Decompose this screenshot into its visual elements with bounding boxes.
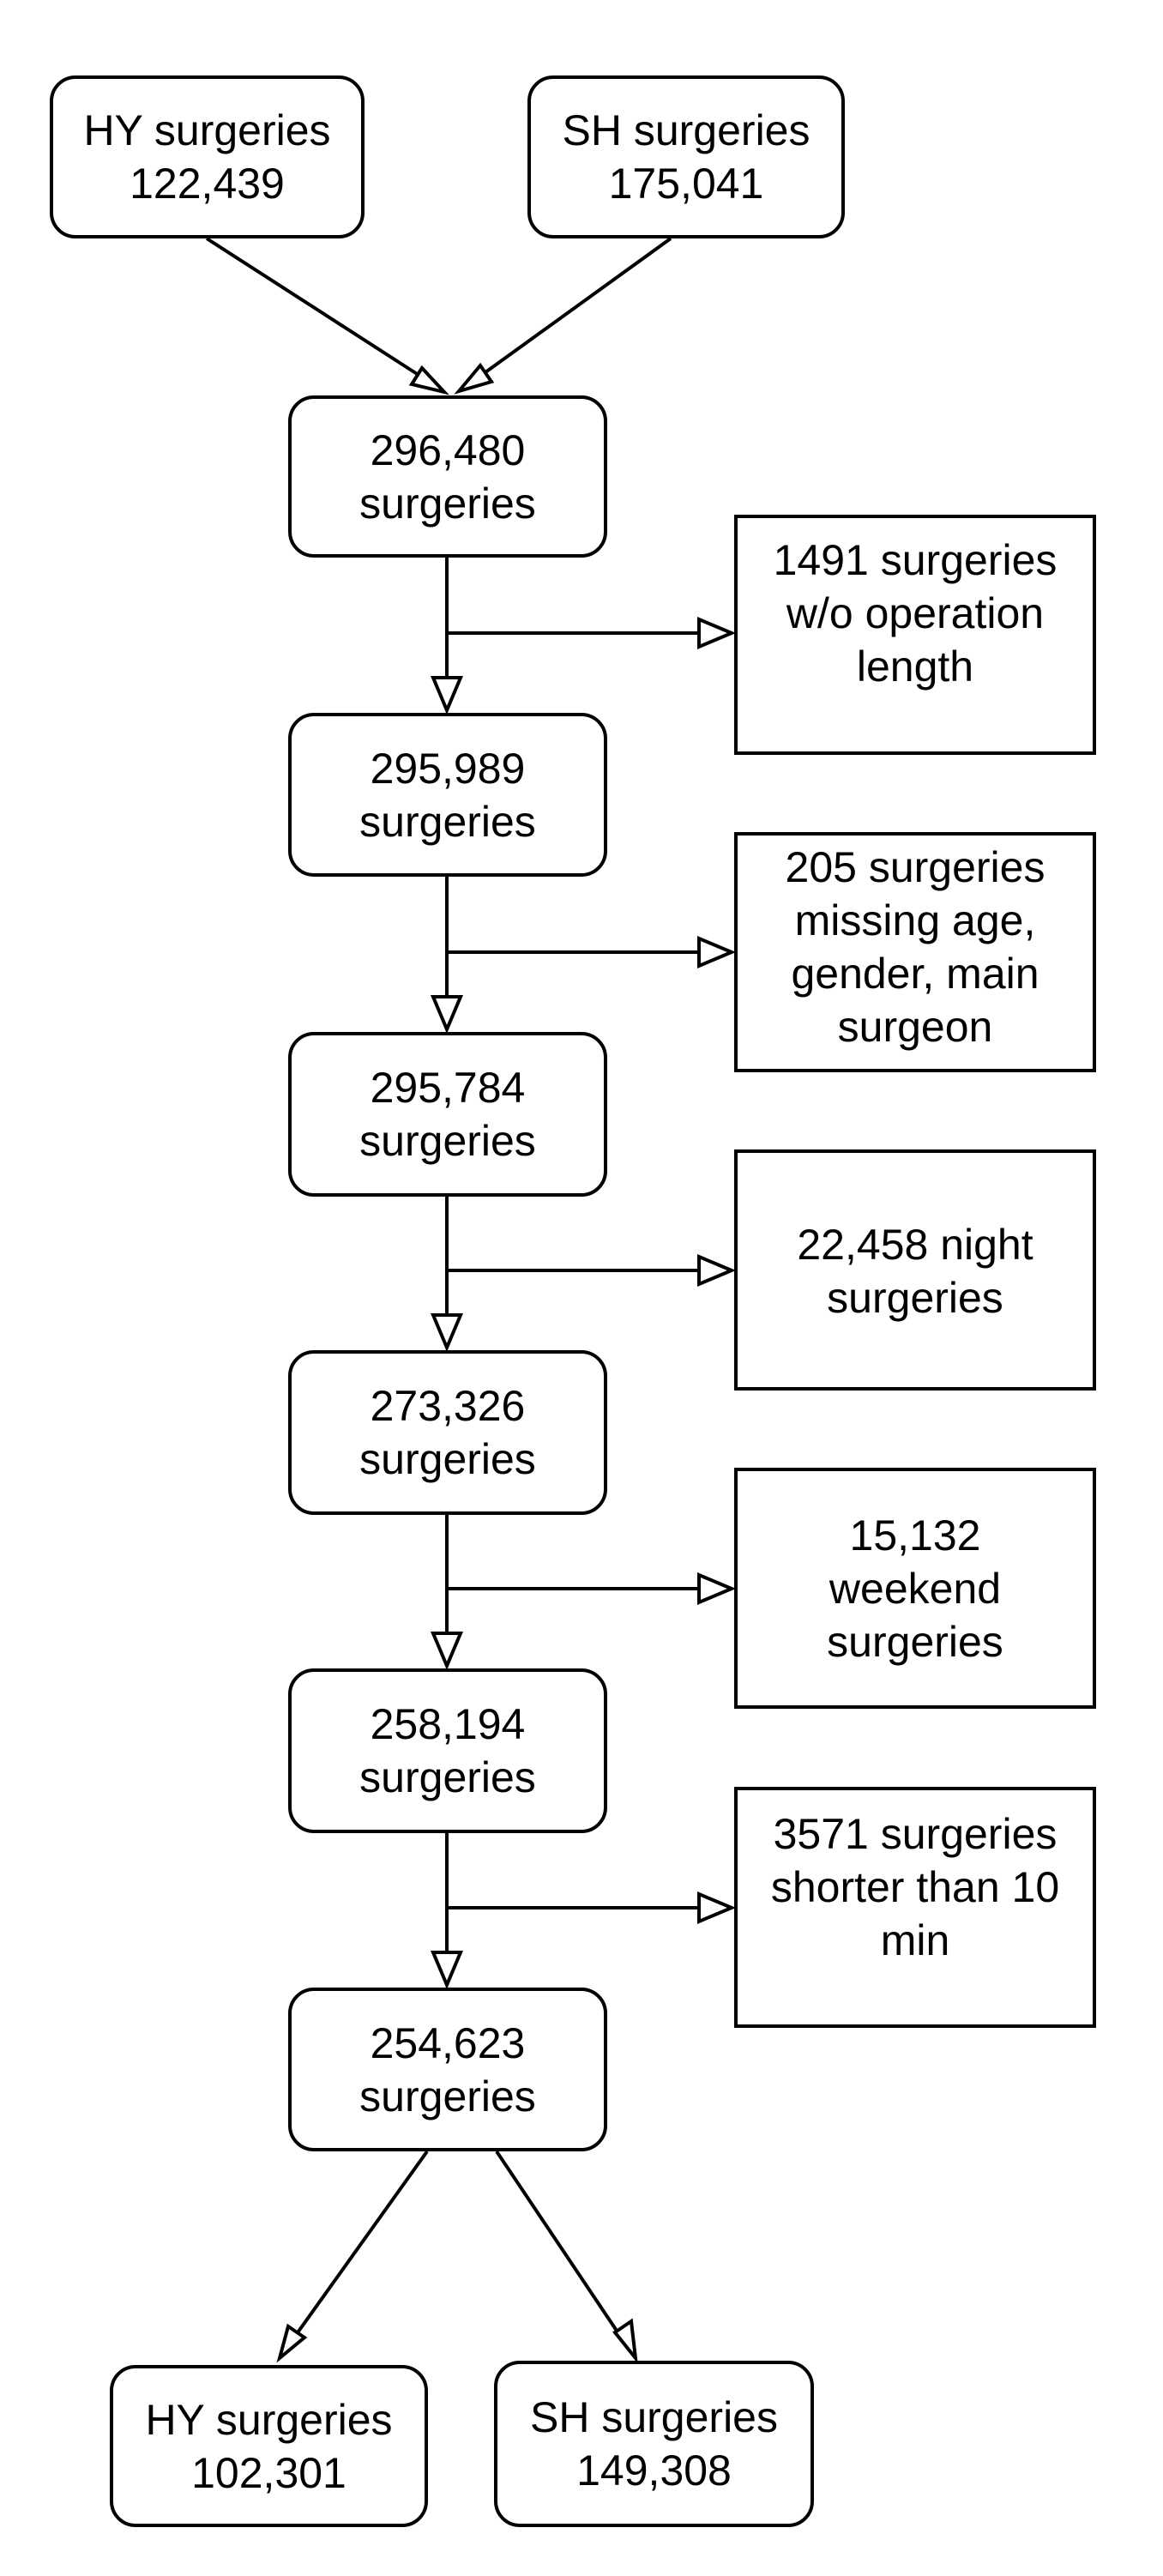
arrowhead-step4-to-step5 — [430, 1632, 464, 1671]
arrowhead-step3-to-step4 — [430, 1313, 464, 1353]
arrowhead-step6-to-hy — [276, 2323, 308, 2363]
connector-hy-to-step1 — [205, 237, 435, 386]
arrowhead-to-excl5 — [697, 1891, 737, 1925]
hy-source-box: HY surgeries 122,439 — [50, 75, 365, 238]
connector-sh-to-step1 — [468, 237, 672, 385]
excl-2-box: 205 surgeries missing age, gender, main … — [734, 832, 1096, 1072]
step-3-box: 295,784 surgeries — [288, 1032, 607, 1197]
connector-step6-to-sh — [495, 2150, 625, 2343]
excl-3-box: 22,458 night surgeries — [734, 1149, 1096, 1391]
step-2-box: 295,989 surgeries — [288, 713, 607, 877]
excl-4-box: 15,132 weekend surgeries — [734, 1468, 1096, 1709]
arrowhead-step6-to-sh — [612, 2318, 638, 2364]
excl-2-text: 205 surgeries missing age, gender, main … — [785, 843, 1045, 1051]
arrowhead-to-excl4 — [697, 1572, 737, 1606]
excl-4-text: 15,132 weekend surgeries — [827, 1511, 1003, 1666]
hy-final-text: HY surgeries 102,301 — [145, 2395, 393, 2497]
sh-final-text: SH surgeries 149,308 — [530, 2393, 778, 2495]
hy-final-box: HY surgeries 102,301 — [110, 2365, 428, 2527]
arrowhead-step5-to-step6 — [430, 1951, 464, 1990]
step-3-text: 295,784 surgeries — [359, 1064, 536, 1165]
arrowhead-hy-to-step1 — [408, 365, 449, 395]
excl-1-text: 1491 surgeries w/o operation length — [773, 536, 1058, 691]
step-4-text: 273,326 surgeries — [359, 1382, 536, 1483]
step-5-box: 258,194 surgeries — [288, 1668, 607, 1833]
excl-3-text: 22,458 night surgeries — [797, 1221, 1033, 1322]
step-6-text: 254,623 surgeries — [359, 2018, 536, 2121]
arrowhead-to-excl1 — [697, 616, 737, 650]
step-2-text: 295,989 surgeries — [359, 744, 536, 846]
step-4-box: 273,326 surgeries — [288, 1350, 607, 1515]
excl-1-box: 1491 surgeries w/o operation length — [734, 515, 1096, 755]
arrowhead-step1-to-step2 — [430, 676, 464, 715]
sh-source-box: SH surgeries 175,041 — [527, 75, 845, 238]
arrowhead-sh-to-step1 — [454, 362, 495, 395]
step-1-text: 296,480 surgeries — [359, 425, 536, 528]
excl-5-box: 3571 surgeries shorter than 10 min — [734, 1787, 1096, 2028]
arrowhead-step2-to-step3 — [430, 995, 464, 1035]
step-6-box: 254,623 surgeries — [288, 1988, 607, 2151]
step-5-text: 258,194 surgeries — [359, 1700, 536, 1801]
sh-final-box: SH surgeries 149,308 — [494, 2361, 814, 2527]
connector-step6-to-hy — [290, 2150, 429, 2343]
step-1-box: 296,480 surgeries — [288, 395, 607, 558]
sh-source-text: SH surgeries 175,041 — [562, 106, 810, 208]
arrowhead-to-excl2 — [697, 935, 737, 969]
excl-5-text: 3571 surgeries shorter than 10 min — [770, 1810, 1060, 1964]
hy-source-text: HY surgeries 122,439 — [83, 106, 331, 208]
arrowhead-to-excl3 — [697, 1253, 737, 1288]
